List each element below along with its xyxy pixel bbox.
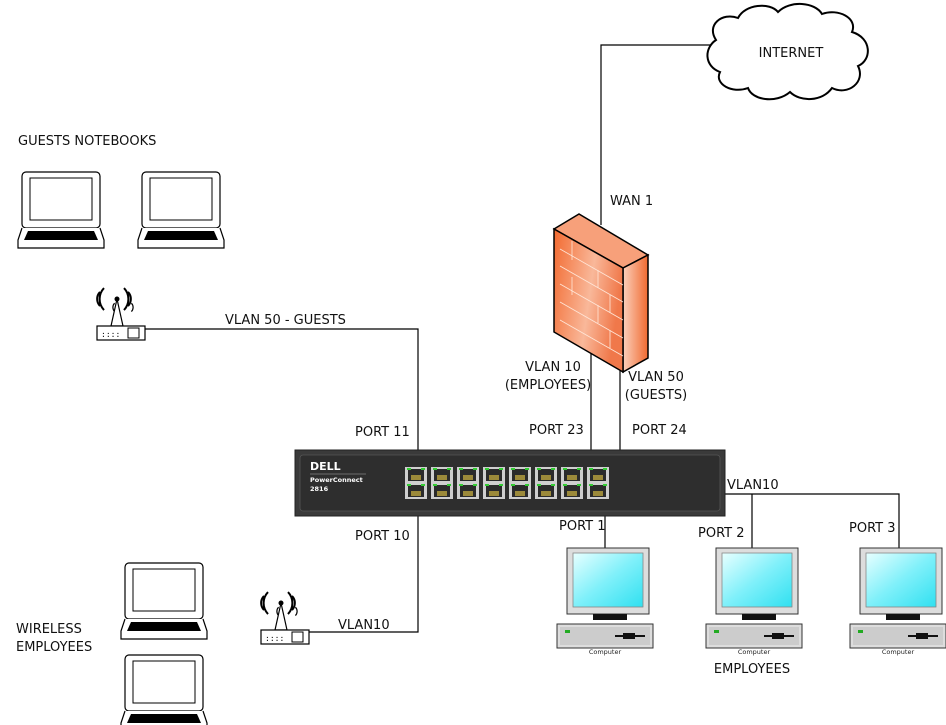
computer-2-label: Computer (738, 648, 771, 656)
port-24-label: PORT 24 (632, 423, 687, 438)
firewall-icon (552, 213, 650, 374)
internet-cloud-icon (706, 3, 869, 101)
vlan10-label: VLAN 10 (525, 360, 581, 375)
guests-notebooks-label: GUESTS NOTEBOOKS (18, 134, 156, 149)
switch-model: PowerConnect (310, 476, 363, 484)
wireless-vlan10-label: VLAN10 (338, 618, 390, 633)
wan-label: WAN 1 (610, 194, 653, 209)
guest-wireless-router-icon (96, 287, 146, 341)
vlan50-label: VLAN 50 (628, 370, 684, 385)
computer-1-label: Computer (589, 648, 622, 656)
port-2-label: PORT 2 (698, 526, 745, 541)
employee-computer-2-icon (705, 547, 803, 649)
guest-laptop-1-icon (17, 171, 105, 249)
wireless-label: WIRELESS (16, 622, 82, 637)
vlan50-guests-label: (GUESTS) (625, 388, 687, 403)
port-10-label: PORT 10 (355, 529, 410, 544)
vlan10-employees-label: (EMPLOYEES) (505, 378, 591, 393)
employees-label: EMPLOYEES (714, 662, 790, 677)
dell-logo: DELL (310, 460, 341, 473)
wireless-employees-label: EMPLOYEES (16, 640, 92, 655)
employee-computer-1-icon (556, 547, 654, 649)
port-23-label: PORT 23 (529, 423, 584, 438)
guests-link (145, 328, 419, 472)
employee-laptop-2-icon (120, 654, 208, 725)
employee-wireless-router-icon (260, 591, 310, 645)
employees-vlan10-label: VLAN10 (727, 478, 779, 493)
guest-laptop-2-icon (137, 171, 225, 249)
wireless-employees-link (305, 495, 419, 633)
employee-computer-3-icon (849, 547, 946, 649)
vlan50-guests-link-label: VLAN 50 - GUESTS (225, 313, 346, 328)
internet-label: INTERNET (759, 46, 824, 61)
port-1-label: PORT 1 (559, 519, 606, 534)
computer-3-label: Computer (882, 648, 915, 656)
employee-laptop-1-icon (120, 562, 208, 640)
port-11-label: PORT 11 (355, 425, 410, 440)
switch: DELL PowerConnect 2816 (294, 449, 726, 517)
wan-link (600, 44, 714, 225)
switch-model-number: 2816 (310, 485, 329, 493)
port-3-label: PORT 3 (849, 521, 896, 536)
